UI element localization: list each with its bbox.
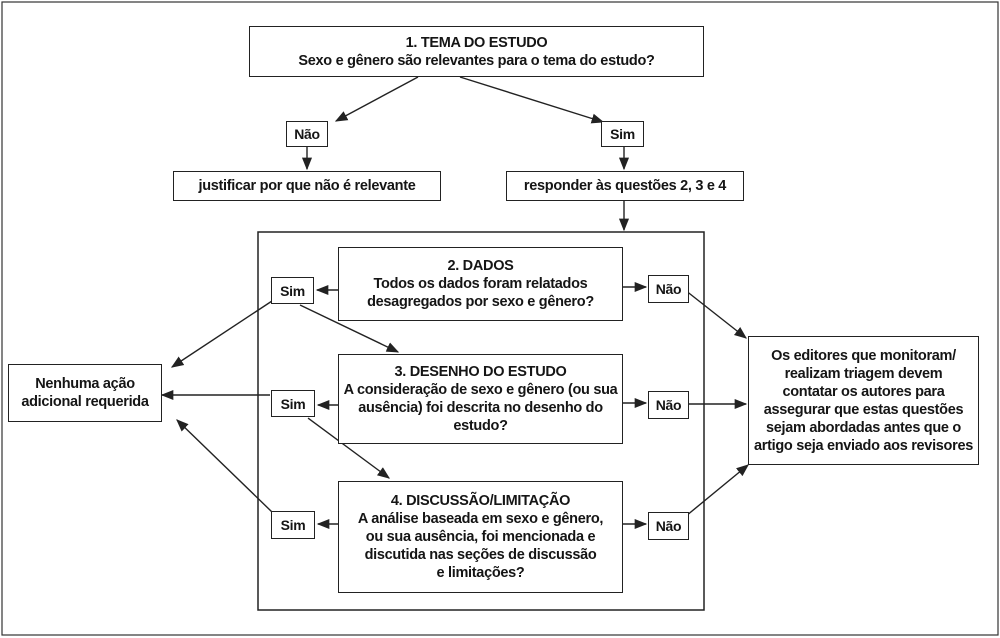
topic-no-label: Não [286, 121, 328, 147]
topic-yes-label: Sim [601, 121, 644, 147]
q3-title: 3. DESENHO DO ESTUDO [394, 364, 567, 380]
arrow-q4yes-to-noaction [176, 419, 273, 513]
justify-box: justificar por que não é relevante [173, 171, 441, 201]
q4-title: 4. DISCUSSÃO/LIMITAÇÃO [390, 493, 571, 509]
q3-no-label: Não [648, 391, 689, 419]
q4-line-1: A análise baseada em sexo e gênero, [357, 511, 604, 527]
q4-discussion-box: 4. DISCUSSÃO/LIMITAÇÃO A análise baseada… [338, 481, 623, 593]
editors-line-1: Os editores que monitoram/ [771, 347, 956, 364]
q3-line-1: A consideração de sexo e gênero (ou sua [343, 382, 618, 398]
q3-line-3: estudo? [453, 418, 508, 434]
no-action-box: Nenhuma ação adicional requerida [8, 364, 162, 422]
arrow-q4no-to-editors [685, 464, 749, 517]
respond-box: responder às questões 2, 3 e 4 [506, 171, 744, 201]
q4-yes-label: Sim [271, 511, 315, 539]
q3-line-2: ausência) foi descrita no desenho do [358, 400, 603, 416]
q3-yes-label: Sim [271, 390, 315, 417]
arrow-topic-to-no [334, 76, 419, 122]
editors-line-2: realizam triagem devem [784, 365, 943, 382]
q4-line-2: ou sua ausência, foi mencionada e [365, 529, 596, 545]
q3-design-box: 3. DESENHO DO ESTUDO A consideração de s… [338, 354, 623, 444]
q4-line-4: e limitações? [436, 565, 525, 581]
editors-line-4: assegurar que estas questões [763, 401, 964, 418]
arrow-q3yes-to-q4 [307, 417, 391, 479]
questions-container [257, 231, 705, 611]
topic-title: 1. TEMA DO ESTUDO [405, 34, 548, 51]
q2-yes-label: Sim [271, 277, 314, 304]
arrow-q2no-to-editors [684, 289, 747, 339]
arrow-q2yes-to-noaction [170, 300, 273, 368]
q2-line-1: Todos os dados foram relatados [373, 276, 588, 292]
q2-title: 2. DADOS [447, 258, 514, 274]
no-action-line-1: Nenhuma ação [35, 376, 135, 392]
editors-box: Os editores que monitoram/ realizam tria… [748, 336, 979, 465]
q2-line-2: desagregados por sexo e gênero? [367, 294, 594, 310]
arrow-topic-to-yes [459, 76, 605, 124]
q4-no-label: Não [648, 512, 689, 540]
topic-box: 1. TEMA DO ESTUDO Sexo e gênero são rele… [249, 26, 704, 77]
editors-line-3: contatar os autores para [782, 383, 945, 400]
arrow-q2yes-to-q3 [299, 304, 400, 353]
editors-line-5: sejam abordadas antes que o [766, 419, 961, 436]
q2-data-box: 2. DADOS Todos os dados foram relatados … [338, 247, 623, 321]
no-action-line-2: adicional requerida [21, 394, 149, 410]
editors-line-6: artigo seja enviado aos revisores [754, 437, 973, 454]
q2-no-label: Não [648, 275, 689, 303]
topic-question: Sexo e gênero são relevantes para o tema… [298, 52, 655, 69]
q4-line-3: discutida nas seções de discussão [364, 547, 597, 563]
